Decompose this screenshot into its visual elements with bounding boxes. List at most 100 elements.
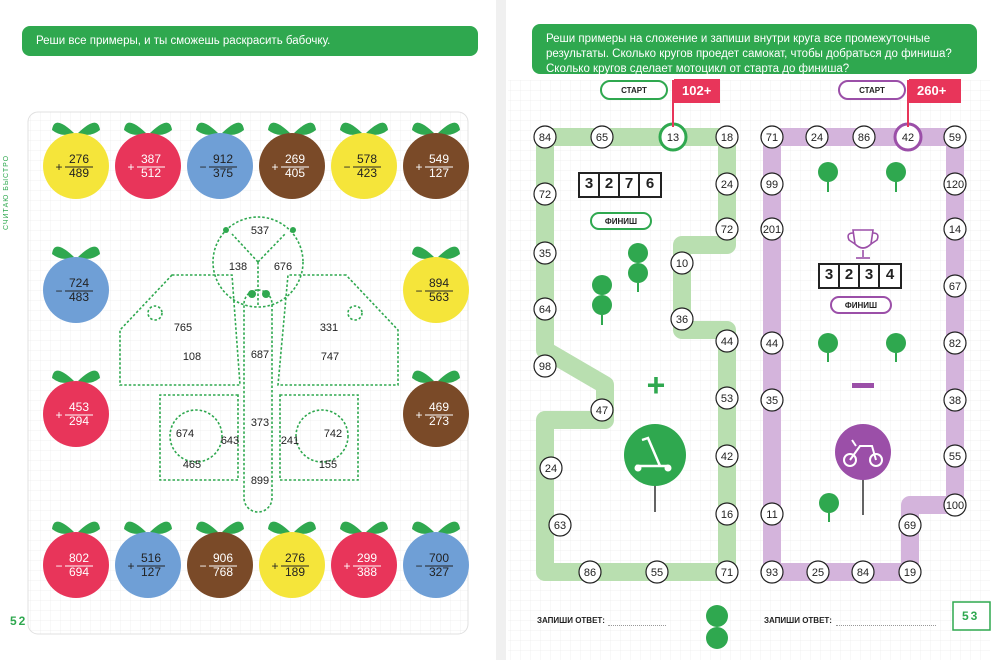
- fruit-operator: −: [199, 160, 206, 174]
- scooter-finish-digits: 3 2 7 6: [578, 172, 662, 198]
- track-circle: [590, 125, 614, 149]
- track-number: 69: [904, 520, 916, 532]
- track-number: 14: [949, 224, 961, 236]
- fruit-operator: −: [343, 160, 350, 174]
- page-number-left: 52: [10, 614, 28, 628]
- side-label: СЧИТАЮ БЫСТРО: [3, 154, 10, 230]
- track-circle: [760, 502, 784, 526]
- fruit-number-a: 578: [357, 152, 377, 166]
- fruit-number-b: 768: [213, 565, 233, 579]
- fruit-number-a: 469: [429, 400, 449, 414]
- left-instruction: Реши все примеры, и ты сможешь раскрасит…: [36, 35, 331, 47]
- fruit-number-b: 423: [357, 166, 377, 180]
- track-circle: [851, 560, 875, 584]
- fruit-number-b: 189: [285, 565, 305, 579]
- fruit-number-b: 694: [69, 565, 89, 579]
- fruit-operator: +: [127, 559, 134, 573]
- track-number: 47: [596, 405, 608, 417]
- butterfly: [119, 216, 399, 513]
- fruit-operator: +: [127, 160, 134, 174]
- track-number: 71: [766, 132, 778, 144]
- track-circle: [670, 307, 694, 331]
- track-number: 24: [811, 132, 823, 144]
- motorcycle-sign: [835, 424, 891, 515]
- right-instruction: Реши примеры на сложение и запиши внутри…: [546, 33, 952, 75]
- fruit-operator: +: [415, 408, 422, 422]
- fruit-layer: 276489+387512+912375−269405+578423−54912…: [43, 122, 469, 598]
- track-number: 201: [763, 224, 781, 236]
- track-number: 10: [676, 258, 688, 270]
- track-circle: [715, 125, 739, 149]
- track-number: 24: [545, 463, 557, 475]
- fruit-number-a: 299: [357, 551, 377, 565]
- track-number: 86: [858, 132, 870, 144]
- track-circle: [670, 251, 694, 275]
- track-circle: [715, 329, 739, 353]
- track-circle: [943, 388, 967, 412]
- minus-sign: [852, 383, 874, 388]
- fruit-number-a: 269: [285, 152, 305, 166]
- moto-finish-digits: 3 2 3 4: [818, 263, 902, 289]
- page-number-right: 53: [962, 609, 980, 623]
- digit: 3: [580, 174, 600, 196]
- track-circle: [943, 493, 967, 517]
- fruit-operator: +: [415, 160, 422, 174]
- fruit-number-a: 802: [69, 551, 89, 565]
- digit: 3: [820, 265, 840, 287]
- track-number: 55: [651, 567, 663, 579]
- digit: 4: [885, 266, 895, 283]
- track-circle: [943, 125, 967, 149]
- fruit-number-b: 483: [69, 290, 89, 304]
- left-instruction-banner: Реши все примеры, и ты сможешь раскрасит…: [22, 26, 478, 56]
- fruit-operator: −: [199, 559, 206, 573]
- track-circle: [760, 388, 784, 412]
- track-circle: [760, 560, 784, 584]
- track-circle: [852, 125, 876, 149]
- butterfly-number: 765: [174, 322, 192, 334]
- scooter-finish-pill: ФИНИШ: [590, 212, 652, 230]
- track-number: 35: [766, 395, 778, 407]
- track-circle: [943, 331, 967, 355]
- fruit-number-a: 276: [69, 152, 89, 166]
- butterfly-number: 155: [319, 459, 337, 471]
- fruit-number-b: 489: [69, 166, 89, 180]
- answer-line-right[interactable]: [836, 625, 936, 626]
- track-number: 38: [949, 395, 961, 407]
- track-number: 44: [721, 336, 733, 348]
- fruit-operator: −: [415, 559, 422, 573]
- track-circle: [760, 331, 784, 355]
- track-circle: [715, 502, 739, 526]
- trophy-icon: [847, 229, 879, 259]
- track-number: 24: [721, 179, 733, 191]
- track-number: 35: [539, 248, 551, 260]
- track-number: 100: [946, 500, 964, 512]
- fruit-number-b: 327: [429, 565, 449, 579]
- answer-label-right: ЗАПИШИ ОТВЕТ:: [764, 616, 832, 625]
- digit: 7: [620, 174, 640, 196]
- track-number: 99: [766, 179, 778, 191]
- track-number: 42: [902, 132, 914, 144]
- answer-line-left[interactable]: [608, 625, 666, 626]
- track-number: 44: [766, 338, 778, 350]
- moto-flag: 260+: [909, 79, 961, 103]
- scooter-flag: 102+: [674, 79, 720, 103]
- scooter-start-pill: СТАРТ: [600, 80, 668, 100]
- track-number: 63: [554, 520, 566, 532]
- moto-start-pill: СТАРТ: [838, 80, 906, 100]
- fruit-operator: +: [271, 559, 278, 573]
- track-circle: [533, 125, 557, 149]
- track-circle: [548, 513, 572, 537]
- track-circle: [533, 354, 557, 378]
- digit: 2: [600, 174, 620, 196]
- track-number: 59: [949, 132, 961, 144]
- track-number: 64: [539, 304, 551, 316]
- track-circle: [898, 560, 922, 584]
- track-number: 13: [667, 132, 679, 144]
- butterfly-number: 465: [183, 459, 201, 471]
